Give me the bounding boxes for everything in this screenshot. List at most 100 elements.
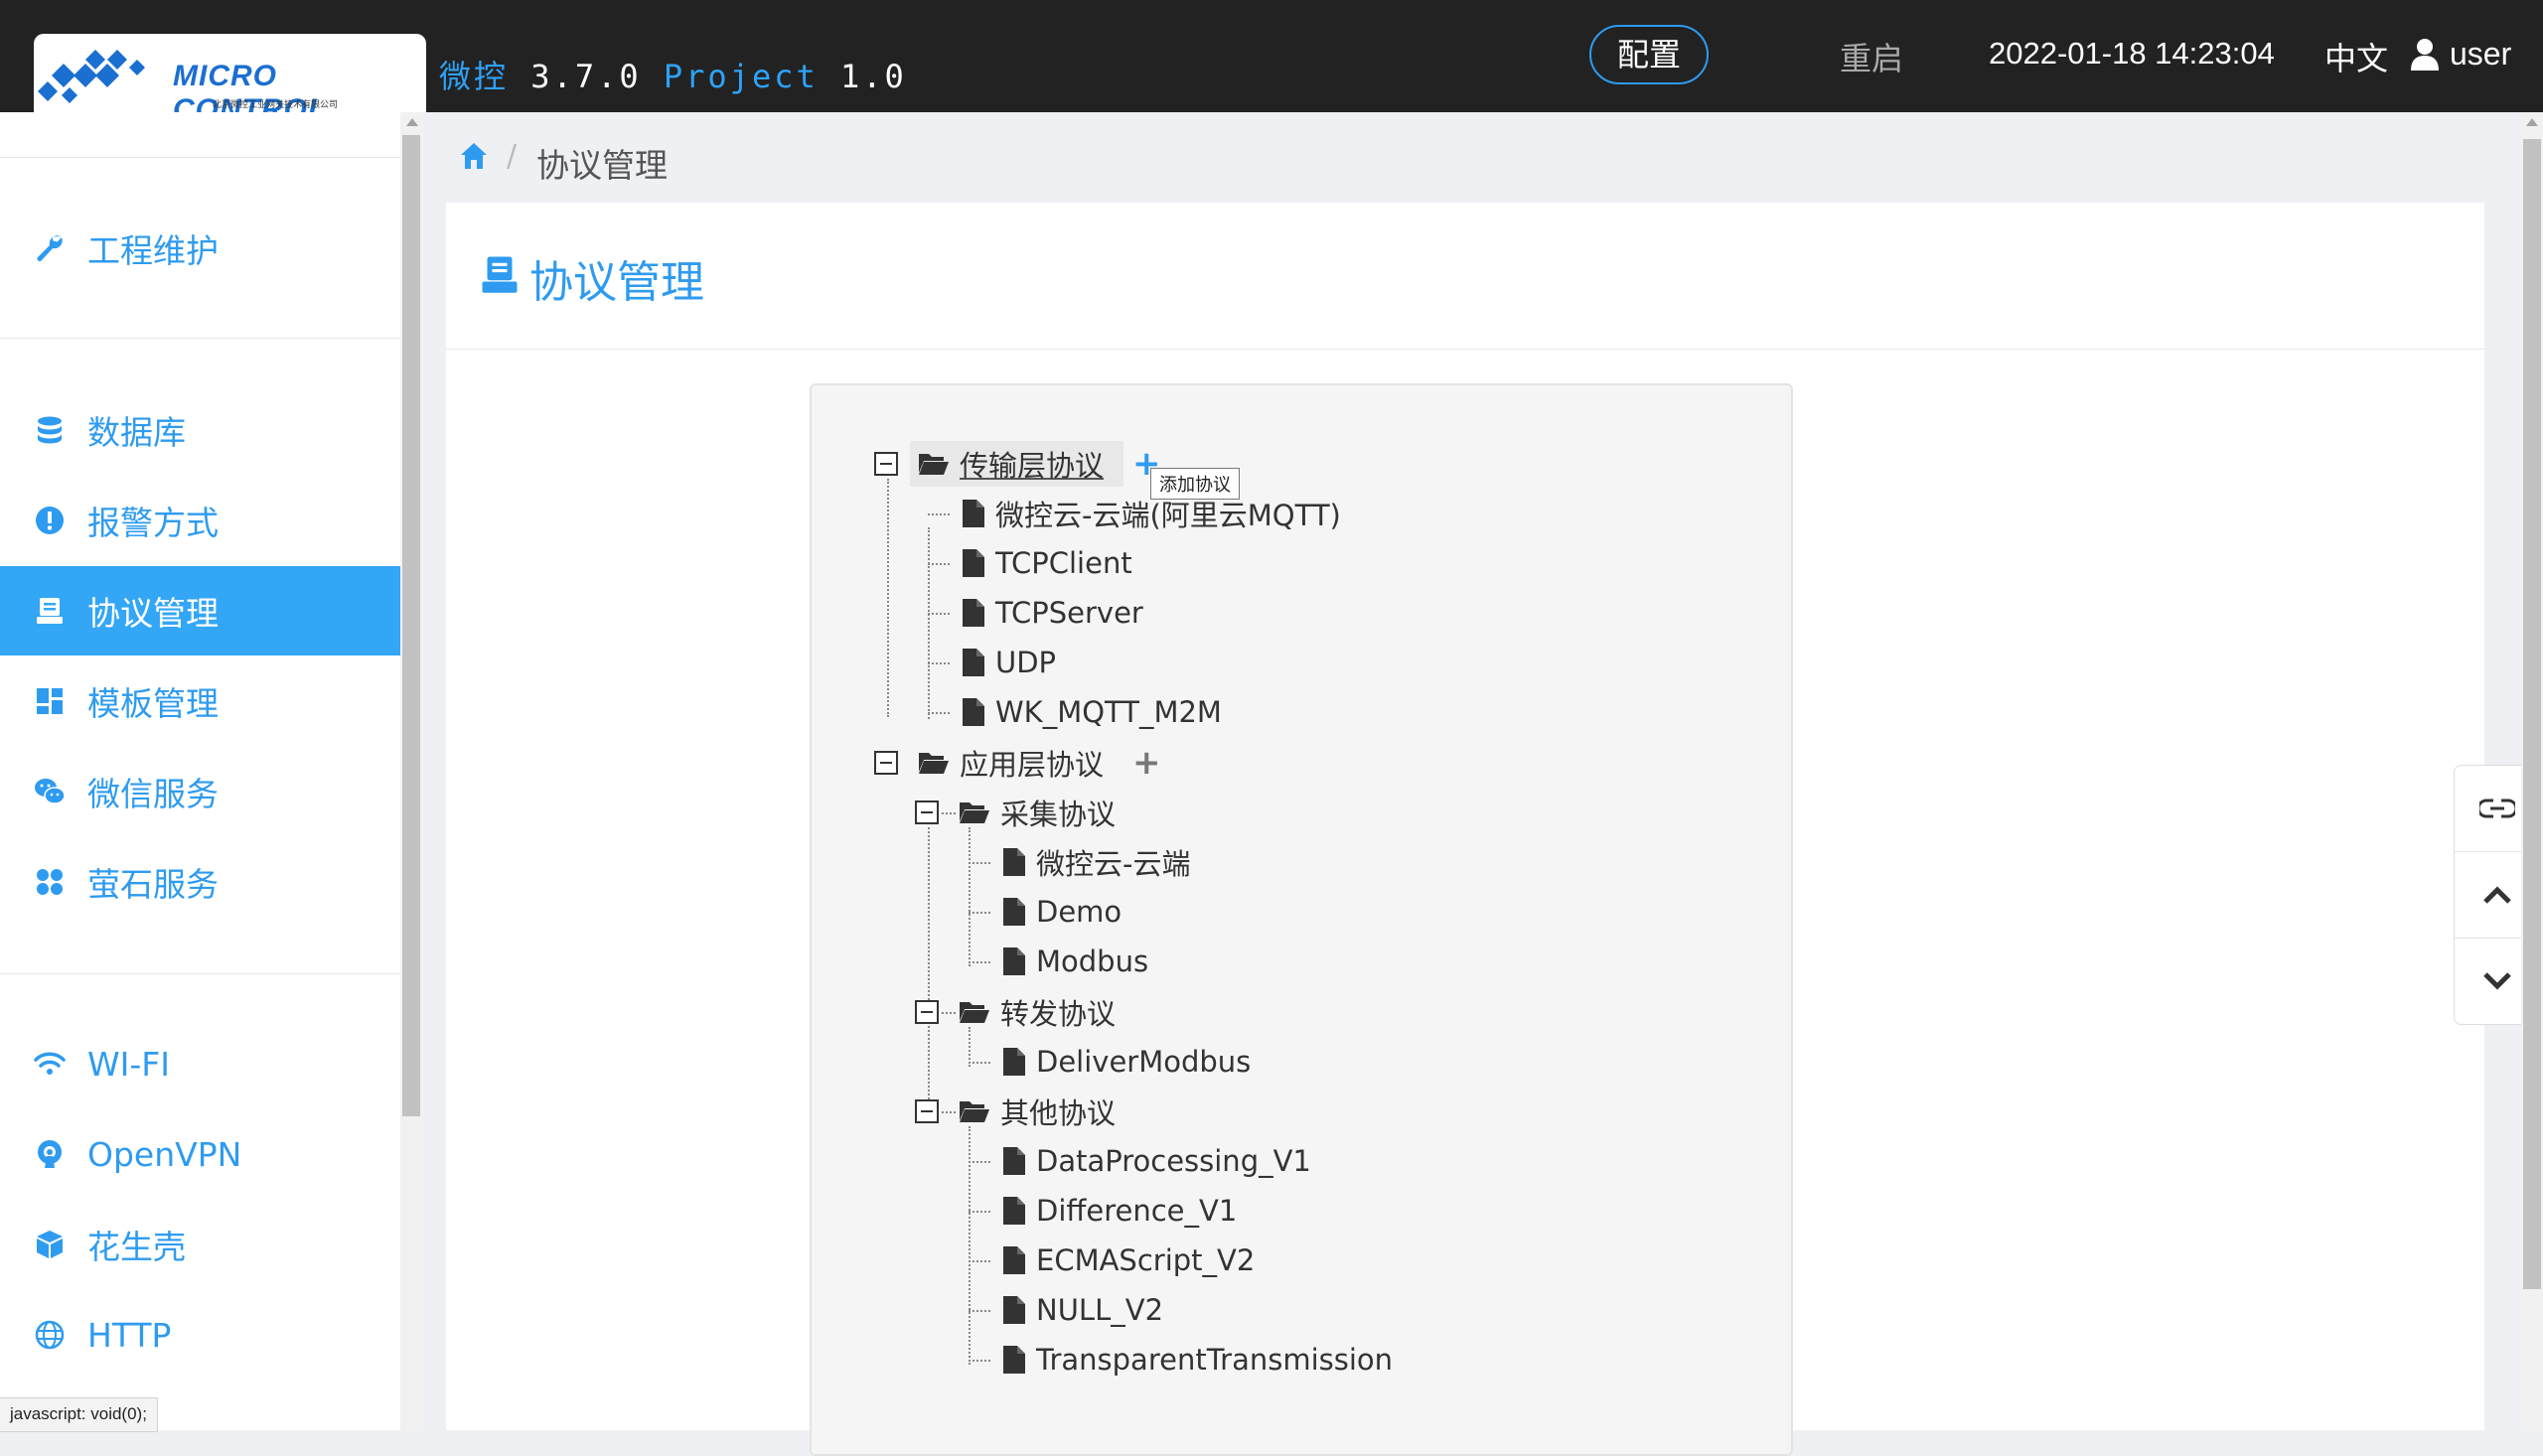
file-icon (1003, 1346, 1025, 1374)
link-icon (2479, 799, 2515, 818)
add-protocol-button[interactable]: + (1132, 743, 1161, 783)
tree-file[interactable]: NULL_V2 (1002, 1287, 1163, 1333)
tree-collapse-toggle[interactable] (915, 1000, 939, 1024)
file-icon (963, 599, 984, 627)
database-icon (38, 416, 62, 444)
tree-folder-application[interactable]: 应用层协议 (918, 740, 1104, 786)
tree-file[interactable]: WK_MQTT_M2M (962, 689, 1222, 735)
tree-file[interactable]: Modbus (1002, 939, 1148, 984)
user-menu[interactable]: user (2450, 36, 2512, 72)
tree-file[interactable]: 微控云-云端 (1002, 839, 1190, 885)
tree-line (942, 1111, 956, 1113)
tree-folder-forward[interactable]: 转发协议 (959, 989, 1116, 1035)
restart-button[interactable]: 重启 (1840, 40, 1904, 77)
tree-file-label: DeliverModbus (1036, 1045, 1252, 1079)
tree-file[interactable]: DeliverModbus (1002, 1039, 1251, 1085)
wrench-icon (37, 235, 63, 261)
sidebar-item-label: HTTP (87, 1315, 172, 1355)
protocol-icon (482, 256, 518, 293)
sidebar-item-wifi[interactable]: WI-FI (0, 1019, 400, 1108)
tree-line (928, 712, 950, 714)
sidebar-item-oray[interactable]: 花生壳 (0, 1200, 400, 1289)
tree-folder-collect[interactable]: 采集协议 (959, 790, 1116, 835)
tree-file[interactable]: Demo (1002, 889, 1122, 935)
sidebar-item-protocol[interactable]: 协议管理 (0, 566, 400, 655)
wifi-icon (34, 1052, 66, 1075)
tree-folder-label: 应用层协议 (960, 748, 1105, 782)
tree-collapse-toggle[interactable] (915, 801, 939, 824)
sidebar-item-project-maintenance[interactable]: 工程维护 (0, 204, 400, 293)
logo[interactable]: MICRO CONTROL 北京微控工业网关技术有限公司 (34, 34, 426, 126)
file-icon (963, 549, 984, 577)
tree-line (969, 1027, 971, 1067)
tree-file-label: DataProcessing_V1 (1036, 1144, 1311, 1178)
home-icon[interactable] (459, 141, 489, 171)
project-label: Project (663, 58, 819, 95)
folder-open-icon (960, 1101, 989, 1122)
sidebar-item-wechat[interactable]: 微信服务 (0, 747, 400, 836)
logo-subtitle: 北京微控工业网关技术有限公司 (213, 100, 339, 110)
tree-file[interactable]: TCPServer (962, 590, 1143, 636)
openvpn-icon (38, 1140, 62, 1168)
tree-line (969, 862, 990, 864)
tree-folder-other[interactable]: 其他协议 (959, 1089, 1116, 1134)
tree-file[interactable]: DataProcessing_V1 (1002, 1138, 1311, 1184)
tree-file-label: 微控云-云端 (1036, 847, 1191, 881)
tree-line (969, 961, 990, 963)
tree-file-label: ECMAScript_V2 (1036, 1243, 1256, 1277)
tree-collapse-toggle[interactable] (915, 1099, 939, 1123)
config-button[interactable]: 配置 (1589, 25, 1709, 84)
tree-line (969, 1126, 971, 1365)
tree-file-label: Difference_V1 (1036, 1194, 1238, 1228)
datetime-display: 2022-01-18 14:23:04 (1989, 36, 2275, 71)
sidebar-item-ezviz[interactable]: 萤石服务 (0, 837, 400, 927)
tree-line (928, 662, 950, 664)
tree-file[interactable]: TransparentTransmission (1002, 1337, 1393, 1383)
tree-file-label: UDP (995, 646, 1057, 679)
link-button[interactable] (2455, 766, 2540, 851)
tree-file[interactable]: UDP (962, 640, 1056, 685)
user-icon[interactable] (2410, 38, 2440, 72)
scroll-up-arrow-icon[interactable] (405, 117, 419, 127)
sidebar-divider (0, 973, 400, 974)
tree-folder-label: 采集协议 (1000, 798, 1117, 831)
tree-line (969, 827, 971, 966)
panel-header: 协议管理 (446, 203, 2484, 350)
tree-file[interactable]: Difference_V1 (1002, 1188, 1237, 1234)
tree-folder-label: 其他协议 (1000, 1096, 1117, 1130)
tree-folder-transport[interactable]: 传输层协议 (910, 441, 1124, 487)
tree-line (928, 527, 930, 719)
sidebar-item-http[interactable]: HTTP (0, 1290, 400, 1380)
folder-open-icon (960, 1002, 989, 1023)
tree-line (928, 563, 950, 565)
sidebar-item-alarm[interactable]: 报警方式 (0, 476, 400, 565)
scroll-up-arrow-icon[interactable] (2525, 117, 2539, 127)
main-scrollbar-thumb[interactable] (2523, 139, 2541, 1289)
sidebar-divider (0, 338, 400, 339)
folder-open-icon (919, 454, 949, 475)
breadcrumb-current: 协议管理 (536, 146, 668, 185)
file-icon (1003, 1246, 1025, 1274)
file-icon (1003, 1048, 1025, 1076)
scroll-bottom-button[interactable] (2455, 939, 2540, 1024)
tree-collapse-toggle[interactable] (874, 452, 898, 476)
folder-open-icon (919, 753, 949, 774)
tree-file[interactable]: 微控云-云端(阿里云MQTT) (962, 491, 1341, 536)
sidebar-item-template[interactable]: 模板管理 (0, 656, 400, 746)
tree-line (969, 1211, 990, 1213)
sidebar-item-database[interactable]: 数据库 (0, 385, 400, 475)
protocol-icon (37, 598, 63, 624)
cube-icon (37, 1231, 63, 1258)
sidebar-item-project-maintenance[interactable] (0, 112, 400, 202)
tree-line (969, 1260, 990, 1262)
file-icon (1003, 848, 1025, 876)
sidebar-scrollbar-thumb[interactable] (402, 135, 420, 1116)
scroll-top-button[interactable] (2455, 852, 2540, 938)
language-switch[interactable]: 中文 (2324, 40, 2389, 77)
sidebar-item-label: 微信服务 (87, 775, 219, 813)
tree-collapse-toggle[interactable] (874, 751, 898, 775)
tree-file[interactable]: ECMAScript_V2 (1002, 1238, 1255, 1283)
sidebar-item-openvpn[interactable]: OpenVPN (0, 1109, 400, 1199)
tree-file[interactable]: TCPClient (962, 540, 1132, 586)
tree-file-label: NULL_V2 (1036, 1293, 1164, 1327)
